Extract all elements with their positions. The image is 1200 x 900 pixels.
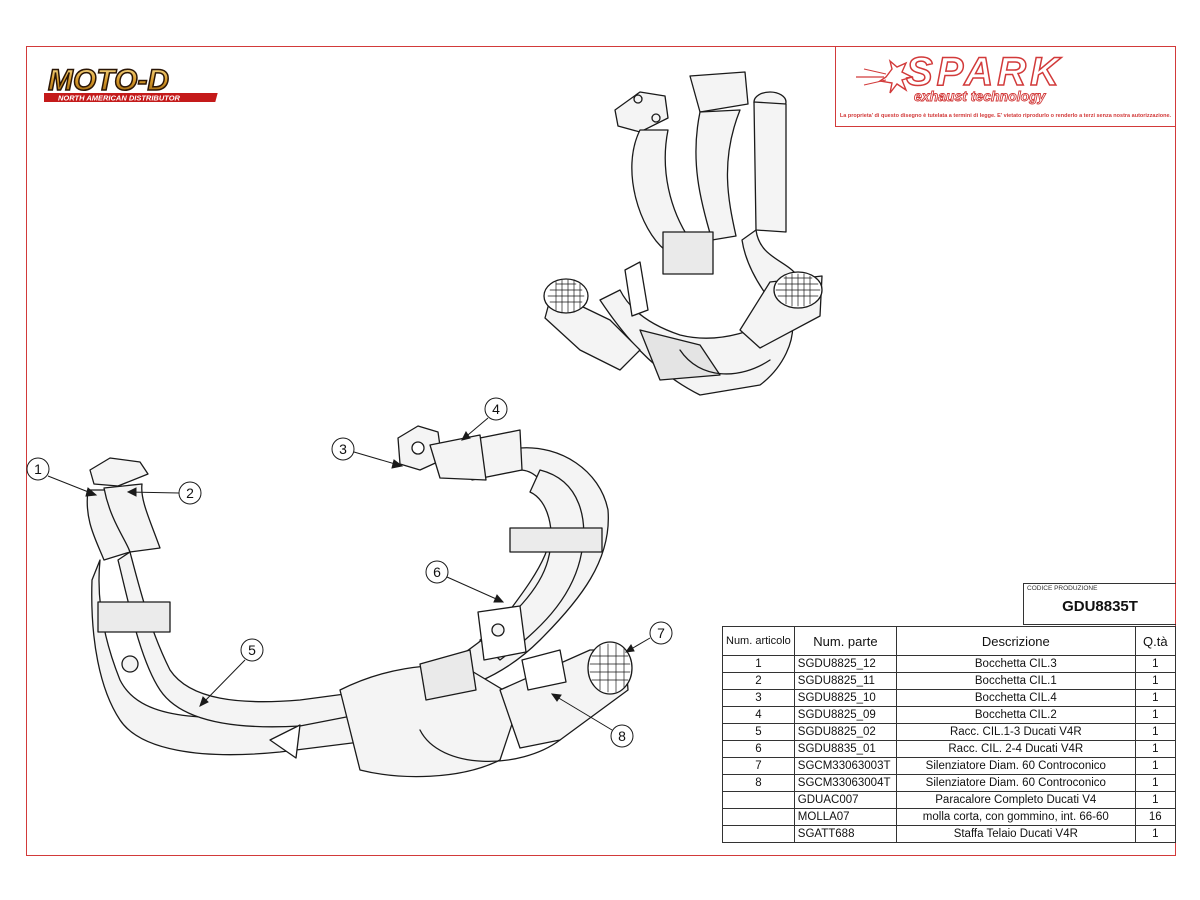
spark-logo-text: SPARK xyxy=(906,50,1063,94)
row-desc: Bocchetta CIL.3 xyxy=(896,655,1136,673)
row-num: 4 xyxy=(722,706,795,724)
spark-logo-box: SPARK exhaust technology La proprieta' d… xyxy=(835,47,1175,127)
row-qty: 1 xyxy=(1134,723,1177,741)
row-num: 6 xyxy=(722,740,795,758)
row-qty: 16 xyxy=(1134,808,1177,826)
row-part: SGDU8835_01 xyxy=(793,740,898,758)
row-desc: Paracalore Completo Ducati V4 xyxy=(896,791,1136,809)
drawing-frame xyxy=(26,46,1176,856)
row-desc: Silenziatore Diam. 60 Controconico xyxy=(896,757,1136,775)
row-num: 8 xyxy=(722,774,795,792)
callout-2-label: 2 xyxy=(186,485,194,501)
spark-logo: SPARK exhaust technology xyxy=(856,49,1063,104)
row-qty: 1 xyxy=(1134,825,1177,843)
row-part: GDUAC007 xyxy=(793,791,898,809)
row-qty: 1 xyxy=(1134,757,1177,775)
row-num: 7 xyxy=(722,757,795,775)
parts-table: Num. articolo Num. parte Descrizione Q.t… xyxy=(722,626,1177,843)
row-qty: 1 xyxy=(1134,689,1177,707)
callout-3: 3 xyxy=(331,437,404,469)
row-part: SGCM33063003T xyxy=(793,757,898,775)
production-code: GDU8835T xyxy=(1062,598,1138,615)
row-part: SGDU8825_09 xyxy=(793,706,898,724)
moto-d-logo: MOTO-D NORTH AMERICAN DISTRIBUTOR xyxy=(44,63,218,103)
callout-6: 6 xyxy=(425,560,505,603)
callout-8: 8 xyxy=(550,693,634,748)
row-qty: 1 xyxy=(1134,706,1177,724)
row-num xyxy=(722,791,795,809)
row-part: SGDU8825_10 xyxy=(793,689,898,707)
assembly-perspective-view xyxy=(543,71,823,396)
row-num: 1 xyxy=(722,655,795,673)
callout-4-label: 4 xyxy=(492,401,500,417)
row-part: SGATT688 xyxy=(793,825,898,843)
assembly-exploded-view xyxy=(86,425,633,778)
row-desc: Racc. CIL.1-3 Ducati V4R xyxy=(896,723,1136,741)
header-num-parte: Num. parte xyxy=(793,626,898,656)
production-code-box: CODICE PRODUZIONE GDU8835T xyxy=(1023,583,1176,625)
header-num-articolo: Num. articolo xyxy=(722,626,795,656)
row-desc: Staffa Telaio Ducati V4R xyxy=(896,825,1136,843)
row-desc: Bocchetta CIL.1 xyxy=(896,672,1136,690)
row-num xyxy=(722,825,795,843)
row-qty: 1 xyxy=(1134,774,1177,792)
callout-5-label: 5 xyxy=(248,642,256,658)
row-num: 5 xyxy=(722,723,795,741)
row-desc: Bocchetta CIL.2 xyxy=(896,706,1136,724)
parts-table-header: Num. articolo Num. parte Descrizione Q.t… xyxy=(722,626,1177,656)
row-qty: 1 xyxy=(1134,672,1177,690)
callout-8-label: 8 xyxy=(618,728,626,744)
row-num: 2 xyxy=(722,672,795,690)
production-code-label: CODICE PRODUZIONE xyxy=(1027,585,1098,592)
callout-7-label: 7 xyxy=(657,625,665,641)
copyright-notice: La proprieta' di questo disegno è tutela… xyxy=(839,113,1172,119)
row-desc: Bocchetta CIL.4 xyxy=(896,689,1136,707)
row-num: 3 xyxy=(722,689,795,707)
row-part: SGDU8825_12 xyxy=(793,655,898,673)
row-desc: molla corta, con gommino, int. 66-60 xyxy=(896,808,1136,826)
row-part: SGCM33063004T xyxy=(793,774,898,792)
row-part: MOLLA07 xyxy=(793,808,898,826)
spark-star-icon xyxy=(878,59,914,94)
row-qty: 1 xyxy=(1134,655,1177,673)
callout-6-label: 6 xyxy=(433,564,441,580)
moto-d-logo-text: MOTO-D xyxy=(48,64,169,97)
row-num xyxy=(722,808,795,826)
callout-1-label: 1 xyxy=(34,461,42,477)
row-qty: 1 xyxy=(1134,740,1177,758)
callout-7: 7 xyxy=(624,621,673,653)
callout-2: 2 xyxy=(126,481,202,505)
header-qta: Q.tà xyxy=(1134,626,1177,656)
callout-3-label: 3 xyxy=(339,441,347,457)
moto-d-tagline: NORTH AMERICAN DISTRIBUTOR xyxy=(58,94,181,103)
row-desc: Silenziatore Diam. 60 Controconico xyxy=(896,774,1136,792)
callout-5: 5 xyxy=(199,638,264,707)
row-part: SGDU8825_02 xyxy=(793,723,898,741)
row-part: SGDU8825_11 xyxy=(793,672,898,690)
spark-tagline: exhaust technology xyxy=(914,88,1047,104)
row-qty: 1 xyxy=(1134,791,1177,809)
callout-4: 4 xyxy=(461,397,508,441)
callout-1: 1 xyxy=(26,457,98,497)
row-desc: Racc. CIL. 2-4 Ducati V4R xyxy=(896,740,1136,758)
header-descrizione: Descrizione xyxy=(896,626,1136,656)
